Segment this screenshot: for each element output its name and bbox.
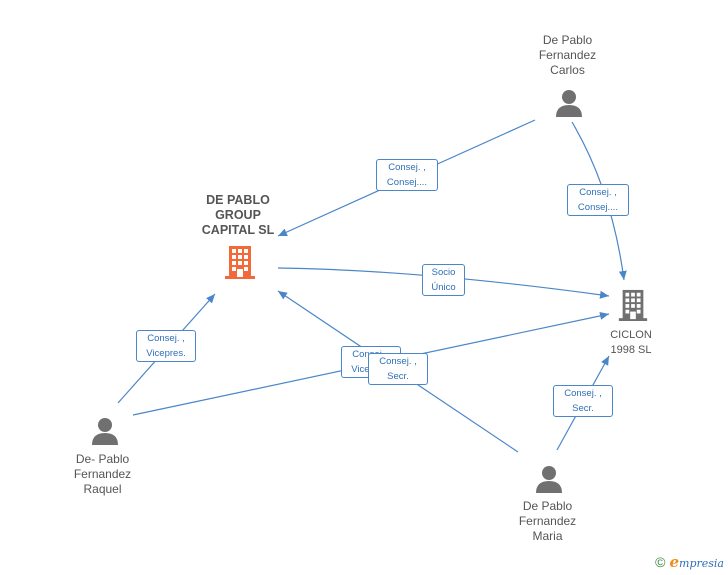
edge-label-line: Consej.... <box>386 177 428 188</box>
person-label-carlos[interactable]: De Pablo Fernandez Carlos <box>520 33 615 78</box>
person-icon[interactable] <box>90 416 120 446</box>
brand-rest: mpresia <box>679 557 724 570</box>
edge-label-line: Vicepres. <box>146 348 186 359</box>
edge-label-carlos-ciclon[interactable]: Consej. , Consej.... <box>567 184 629 216</box>
edge-label-line: Consej. , <box>388 162 426 173</box>
company-label-ciclon[interactable]: CICLON 1998 SL <box>596 328 666 358</box>
person-icon[interactable] <box>554 88 584 118</box>
edge-label-line: Consej. , <box>147 333 185 344</box>
label-line: Raquel <box>83 482 122 496</box>
label-line: Maria <box>532 529 563 543</box>
edge-label-line: Consej. , <box>564 388 602 399</box>
label-line: Fernandez <box>73 467 132 481</box>
edge-label-dpgc-ciclon[interactable]: Socio Único <box>422 264 465 296</box>
label-line: GROUP <box>215 208 261 222</box>
label-line: De Pablo <box>522 499 573 513</box>
edge-label-line: Consej. , <box>579 187 617 198</box>
building-icon[interactable] <box>617 288 649 322</box>
edge-label-maria-dpgc[interactable]: Consej. , Secr. <box>368 353 428 385</box>
label-line: CICLON <box>610 329 652 341</box>
label-line: 1998 SL <box>610 344 652 356</box>
edge-label-maria-ciclon[interactable]: Consej. , Secr. <box>553 385 613 417</box>
brand-name: empresia <box>669 553 724 571</box>
edge-label-line: Secr. <box>572 403 594 414</box>
person-icon[interactable] <box>534 464 564 494</box>
building-icon[interactable] <box>223 244 257 280</box>
edge-label-line: Único <box>431 282 456 293</box>
label-line: Carlos <box>550 63 585 77</box>
edge-label-line: Secr. <box>387 371 409 382</box>
edge-label-raquel-dpgc[interactable]: Consej. , Vicepres. <box>136 330 196 362</box>
copyright-symbol: © <box>655 554 666 570</box>
company-label-dpgc[interactable]: DE PABLO GROUP CAPITAL SL <box>178 193 298 238</box>
brand-initial: e <box>669 553 680 571</box>
edge-label-carlos-dpgc[interactable]: Consej. , Consej.... <box>376 159 438 191</box>
label-line: DE PABLO <box>206 193 270 207</box>
label-line: Fernandez <box>538 48 597 62</box>
empresia-logo: ©empresia <box>655 553 724 571</box>
person-label-raquel[interactable]: De- Pablo Fernandez Raquel <box>55 452 150 497</box>
label-line: De- Pablo <box>75 452 130 466</box>
edge-label-line: Consej. , <box>379 356 417 367</box>
label-line: De Pablo <box>542 33 593 47</box>
edge-label-line: Consej.... <box>577 202 619 213</box>
edge-label-line: Socio <box>431 267 456 278</box>
label-line: Fernandez <box>518 514 577 528</box>
label-line: CAPITAL SL <box>201 223 275 237</box>
person-label-maria[interactable]: De Pablo Fernandez Maria <box>500 499 595 544</box>
